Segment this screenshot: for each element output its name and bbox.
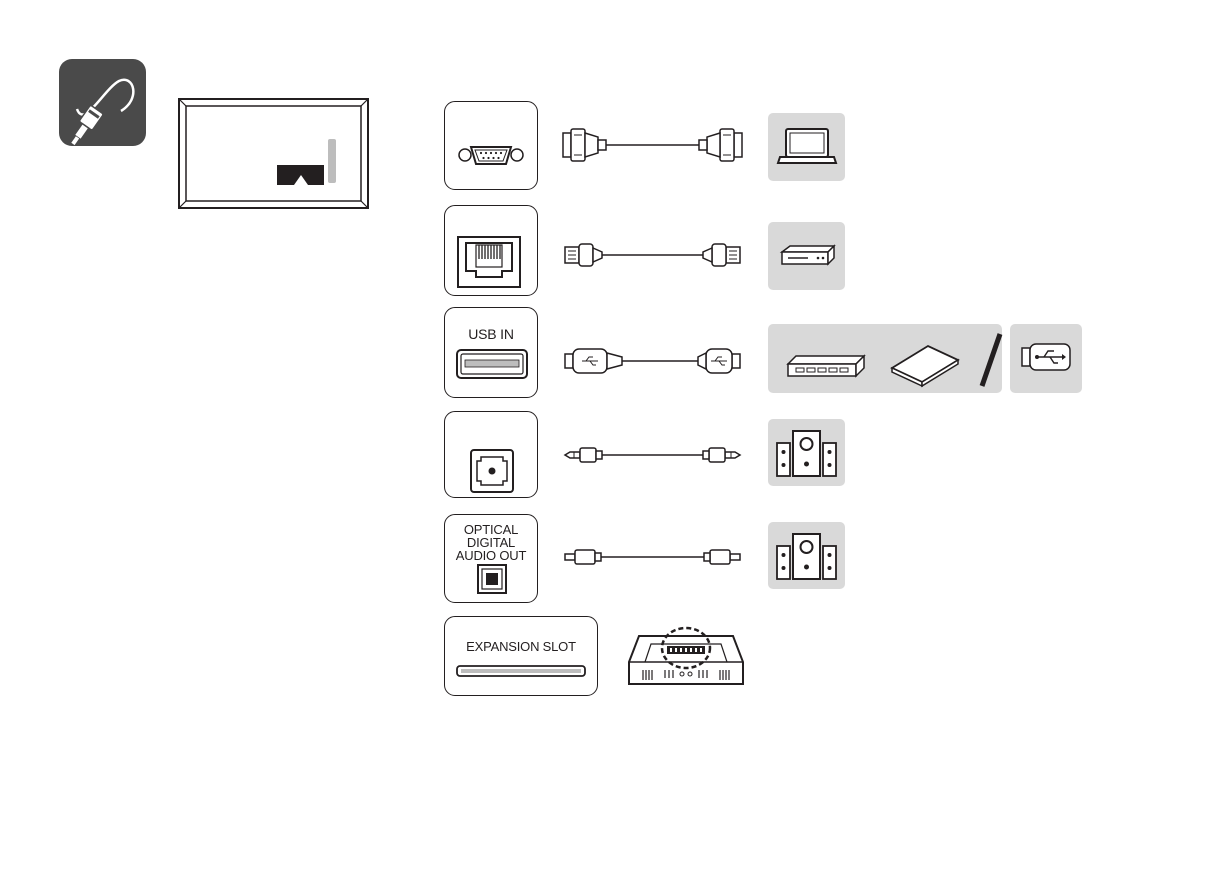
audio-jack-icon: [444, 411, 538, 498]
speaker-box-1: [768, 419, 845, 486]
serial-port-icon: [444, 101, 538, 190]
usb-port-box: USB IN: [444, 307, 538, 398]
usb-flash-box: [1010, 324, 1082, 393]
optical-cable-icon: [560, 546, 745, 568]
optical-port-icon: [444, 514, 538, 603]
speaker-system-icon: [768, 419, 845, 486]
expansion-slot-box: EXPANSION SLOT: [444, 616, 598, 696]
av-device-box: [768, 222, 845, 290]
external-hdd-icon: [892, 346, 958, 386]
serial-cable-icon: [560, 125, 745, 165]
separator-slash: [976, 330, 1006, 390]
expansion-slot-icon: [444, 616, 598, 696]
audio-cable-icon: [560, 444, 745, 466]
pc-device-box: [768, 113, 845, 181]
usb-port-icon: [444, 307, 538, 398]
speaker-system-icon-2: [768, 522, 845, 589]
monitor-rear-slot-icon: [625, 622, 747, 690]
lan-port-box: [444, 205, 538, 296]
usb-hub-icon: [788, 356, 864, 376]
speaker-box-2: [768, 522, 845, 589]
lan-cable-icon: [560, 240, 745, 270]
usb-cable-icon: [560, 345, 745, 377]
usb-storage-box: [768, 324, 1002, 393]
monitor-back-panel-icon: [177, 97, 370, 210]
lan-port-icon: [444, 205, 538, 296]
rs232c-port-box: [444, 101, 538, 190]
usb-flash-icon: [1010, 324, 1082, 393]
dvd-player-icon: [768, 222, 845, 290]
laptop-icon: [768, 113, 845, 181]
cable-plug-icon: [59, 59, 146, 146]
audio-out-port-box: [444, 411, 538, 498]
optical-port-box: OPTICAL DIGITAL AUDIO OUT: [444, 514, 538, 603]
